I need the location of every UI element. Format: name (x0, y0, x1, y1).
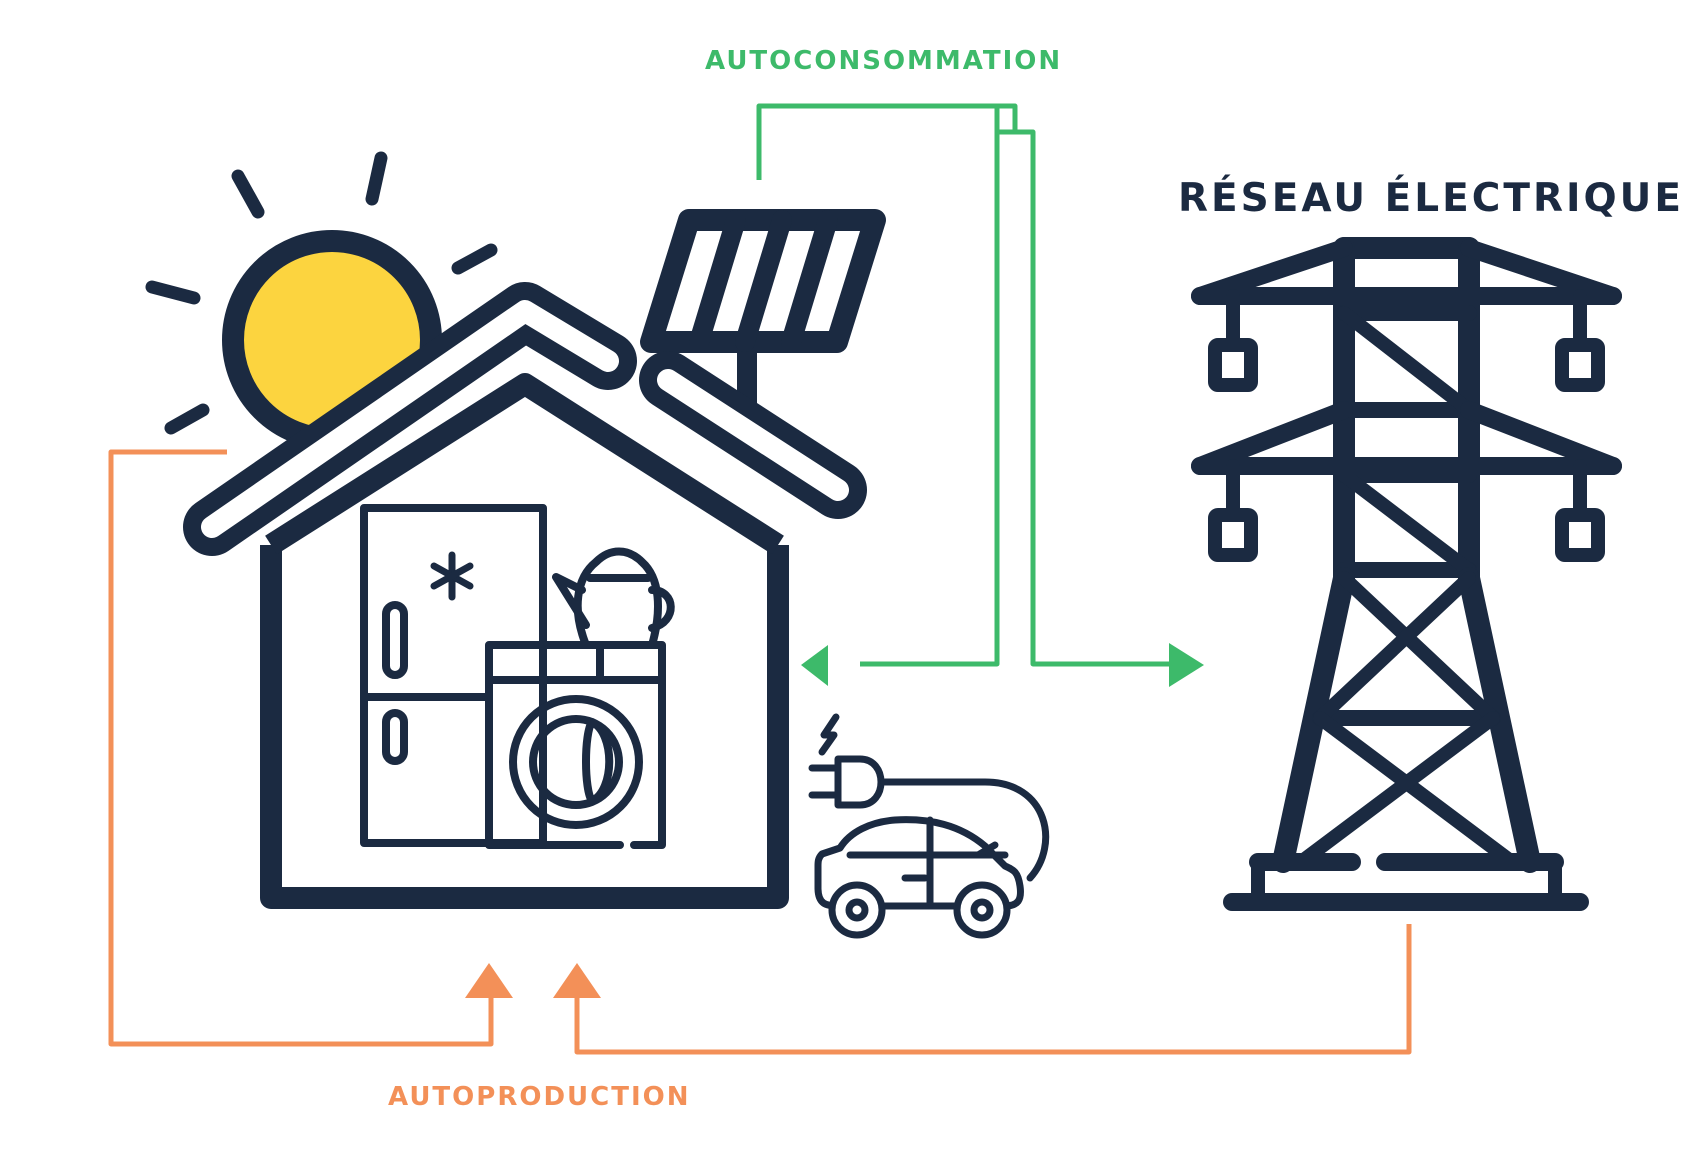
washing-machine-icon (485, 641, 666, 849)
arrow-up-from-sun (465, 963, 513, 998)
autoproduction-label: AUTOPRODUCTION (388, 1082, 691, 1112)
arrow-left-to-house (801, 645, 828, 686)
solar-panel-icon (640, 209, 886, 432)
power-pylon-icon (1191, 237, 1622, 911)
reseau-electrique-label: RÉSEAU ÉLECTRIQUE (1178, 176, 1684, 221)
electric-car-icon (808, 713, 1050, 939)
fridge-icon (360, 504, 547, 847)
kettle-icon (552, 547, 675, 649)
autoproduction-flow (108, 449, 1412, 1055)
house-icon (183, 282, 867, 909)
autoconsommation-flow (756, 103, 1172, 667)
arrow-right-to-grid (1169, 643, 1204, 687)
autoconsommation-label: AUTOCONSOMMATION (705, 46, 1063, 76)
arrow-up-from-grid (553, 963, 601, 998)
